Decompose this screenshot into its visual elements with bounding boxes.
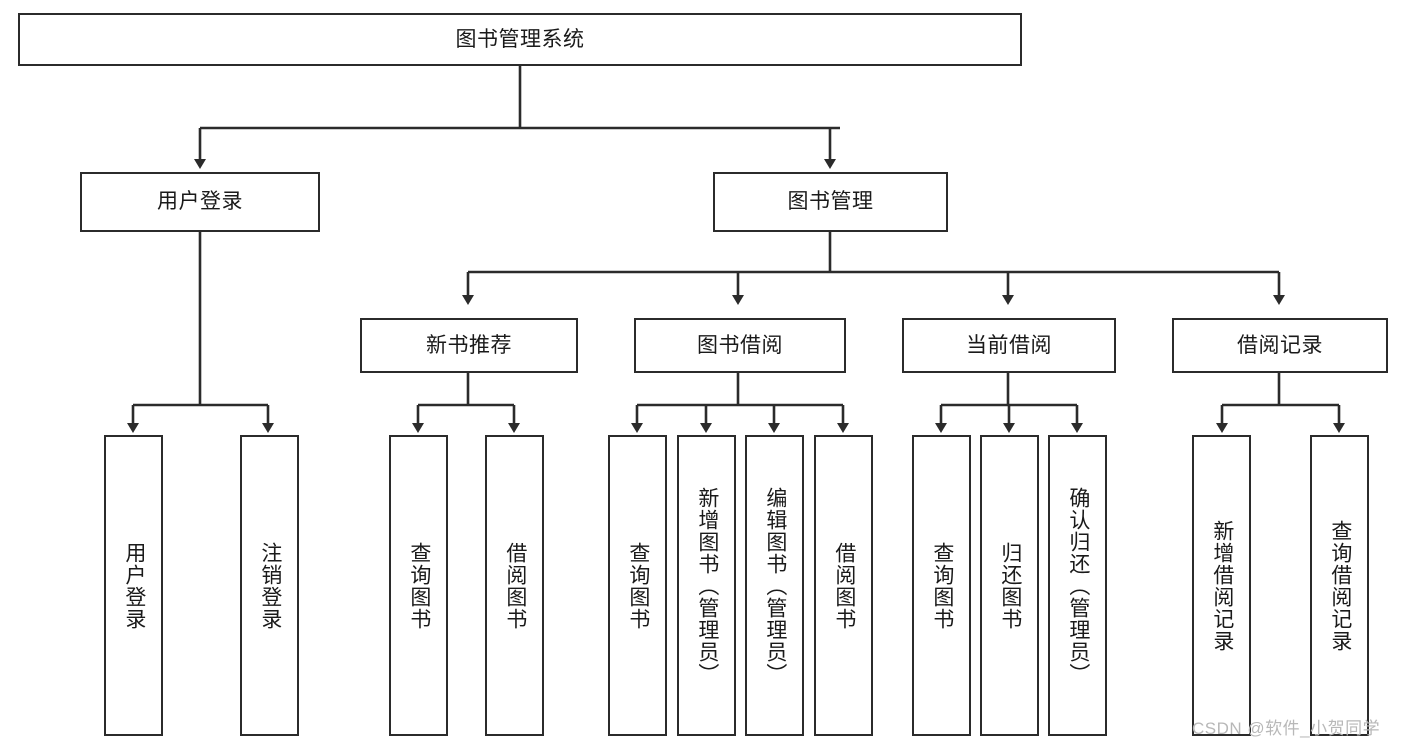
node-leaf-logout-login[interactable]: 注销登录 <box>240 435 299 736</box>
node-book-borrow[interactable]: 图书借阅 <box>634 318 846 373</box>
node-leaf-borrow-book-2[interactable]: 借阅图书 <box>814 435 873 736</box>
node-current-borrow[interactable]: 当前借阅 <box>902 318 1116 373</box>
node-leaf-add-record-label: 新增借阅记录 <box>1210 519 1234 652</box>
node-borrow-record-label: 借阅记录 <box>1237 333 1323 357</box>
node-leaf-user-login-label: 用户登录 <box>122 541 146 630</box>
node-root-label: 图书管理系统 <box>455 27 585 51</box>
node-leaf-borrow-book-1[interactable]: 借阅图书 <box>485 435 544 736</box>
node-root[interactable]: 图书管理系统 <box>18 13 1022 66</box>
node-book-manage-label: 图书管理 <box>787 190 874 214</box>
node-leaf-return-book[interactable]: 归还图书 <box>980 435 1039 736</box>
node-leaf-query-book-2-label: 查询图书 <box>626 541 650 630</box>
node-user-login-label: 用户登录 <box>157 190 243 214</box>
node-leaf-return-book-label: 归还图书 <box>998 541 1022 630</box>
node-leaf-borrow-book-1-label: 借阅图书 <box>503 541 527 630</box>
node-book-borrow-label: 图书借阅 <box>697 333 783 357</box>
node-leaf-query-record-label: 查询借阅记录 <box>1328 519 1352 652</box>
node-leaf-logout-login-label: 注销登录 <box>258 541 282 630</box>
node-leaf-borrow-book-2-label: 借阅图书 <box>832 541 856 630</box>
node-leaf-add-record[interactable]: 新增借阅记录 <box>1192 435 1251 736</box>
node-leaf-query-book-1-label: 查询图书 <box>407 541 431 630</box>
node-new-book-recommend[interactable]: 新书推荐 <box>360 318 578 373</box>
node-leaf-confirm-return[interactable]: 确认归还（管理员） <box>1048 435 1107 736</box>
csdn-watermark: CSDN @软件_小贺同学 <box>1192 719 1381 738</box>
node-leaf-edit-book[interactable]: 编辑图书（管理员） <box>745 435 804 736</box>
node-book-manage[interactable]: 图书管理 <box>713 172 948 232</box>
node-user-login[interactable]: 用户登录 <box>80 172 320 232</box>
node-leaf-add-book-label: 新增图书（管理员） <box>695 486 719 685</box>
node-leaf-query-book-3[interactable]: 查询图书 <box>912 435 971 736</box>
node-new-book-recommend-label: 新书推荐 <box>426 333 512 357</box>
node-leaf-add-book[interactable]: 新增图书（管理员） <box>677 435 736 736</box>
node-borrow-record[interactable]: 借阅记录 <box>1172 318 1388 373</box>
node-leaf-query-record[interactable]: 查询借阅记录 <box>1310 435 1369 736</box>
node-leaf-confirm-return-label: 确认归还（管理员） <box>1066 486 1090 685</box>
node-current-borrow-label: 当前借阅 <box>966 333 1052 357</box>
node-leaf-query-book-3-label: 查询图书 <box>930 541 954 630</box>
node-leaf-query-book-1[interactable]: 查询图书 <box>389 435 448 736</box>
node-leaf-edit-book-label: 编辑图书（管理员） <box>763 486 787 685</box>
node-leaf-query-book-2[interactable]: 查询图书 <box>608 435 667 736</box>
node-leaf-user-login[interactable]: 用户登录 <box>104 435 163 736</box>
